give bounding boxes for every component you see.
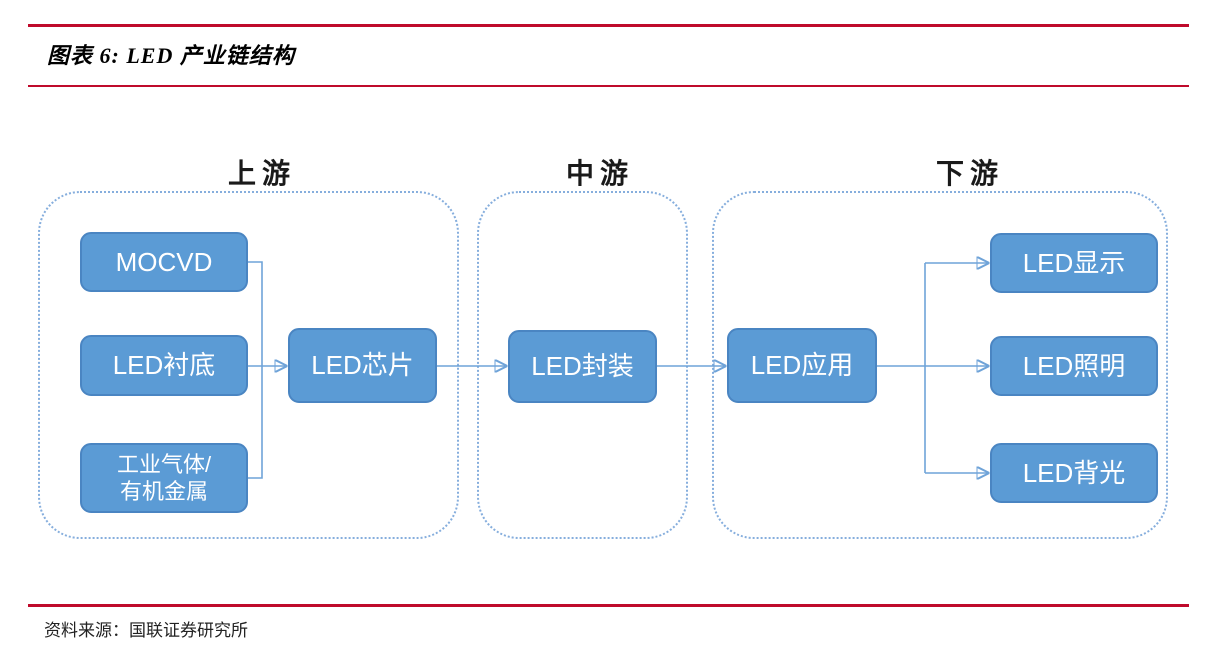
node-led-application: LED应用 bbox=[727, 328, 877, 403]
upstream-group-container bbox=[38, 191, 459, 539]
node-led-display: LED显示 bbox=[990, 233, 1158, 293]
node-led-backlight: LED背光 bbox=[990, 443, 1158, 503]
top-accent-rule bbox=[28, 24, 1189, 27]
title-underline-rule bbox=[28, 85, 1189, 87]
node-led-package: LED封装 bbox=[508, 330, 657, 403]
bottom-accent-rule bbox=[28, 604, 1189, 607]
node-led-lighting: LED照明 bbox=[990, 336, 1158, 396]
source-note: 资料来源：国联证券研究所 bbox=[44, 621, 248, 640]
node-industrial-gases-organometallics: 工业气体/ 有机金属 bbox=[80, 443, 248, 513]
node-led-substrate: LED衬底 bbox=[80, 335, 248, 396]
node-led-chip: LED芯片 bbox=[288, 328, 437, 403]
node-mocvd: MOCVD bbox=[80, 232, 248, 292]
section-label-midstream: 中游 bbox=[565, 159, 635, 190]
midstream-group-container bbox=[477, 191, 688, 539]
downstream-group-container bbox=[712, 191, 1168, 539]
figure-title: 图表 6: LED 产业链结构 bbox=[47, 43, 295, 68]
section-label-upstream: 上游 bbox=[227, 159, 297, 190]
section-label-downstream: 下游 bbox=[935, 159, 1005, 190]
